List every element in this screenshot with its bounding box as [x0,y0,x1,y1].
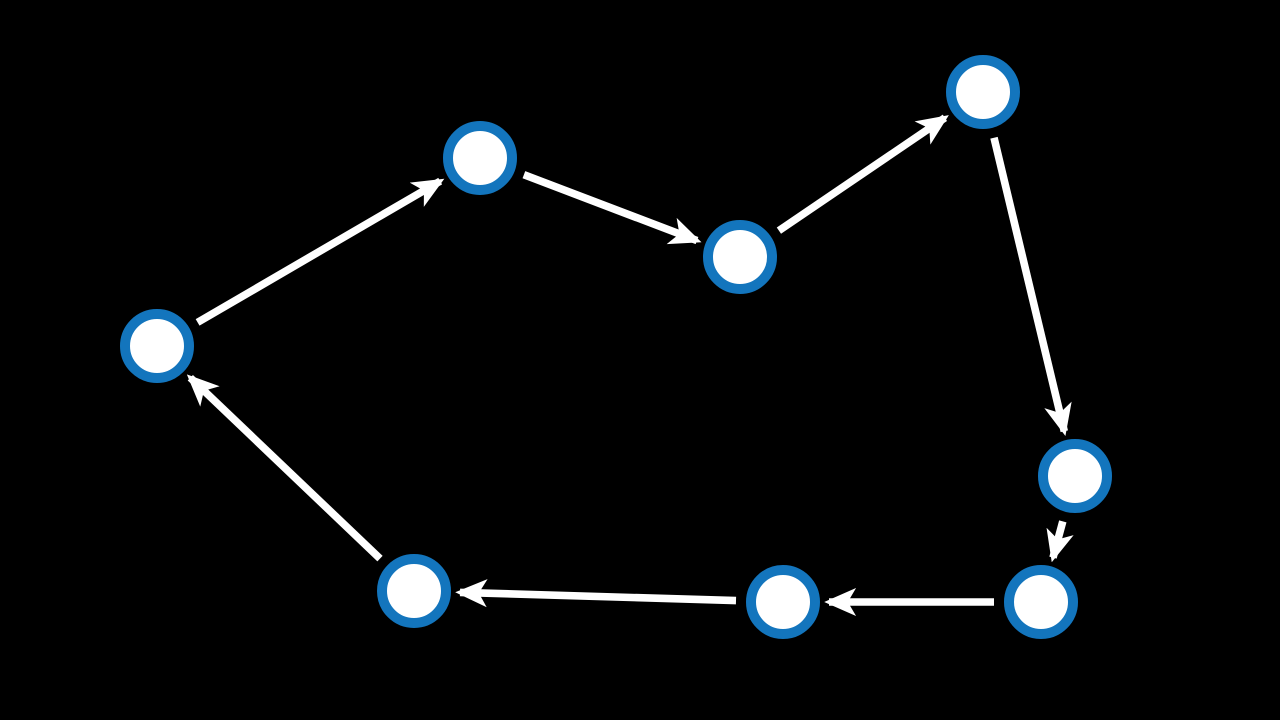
graph-edge-E-to-F [1046,520,1074,563]
graph-node-E [1038,439,1112,513]
graph-node-H [377,554,451,628]
graph-edge-C-to-D [776,114,949,234]
graph-edge-H-to-A [186,374,383,562]
graph-node-C [703,220,777,294]
graph-edge-A-to-B [195,177,445,326]
graph-node-A [120,309,194,383]
nodes-layer [120,55,1112,639]
edges-layer [186,114,1074,617]
graph-node-B [443,121,517,195]
graph-edge-B-to-C [522,171,702,245]
graph-node-D [946,55,1020,129]
graph-edge-D-to-E [990,136,1072,436]
graph-edge-G-to-H [455,579,737,608]
graph-node-G [746,565,820,639]
graph-node-F [1004,565,1078,639]
